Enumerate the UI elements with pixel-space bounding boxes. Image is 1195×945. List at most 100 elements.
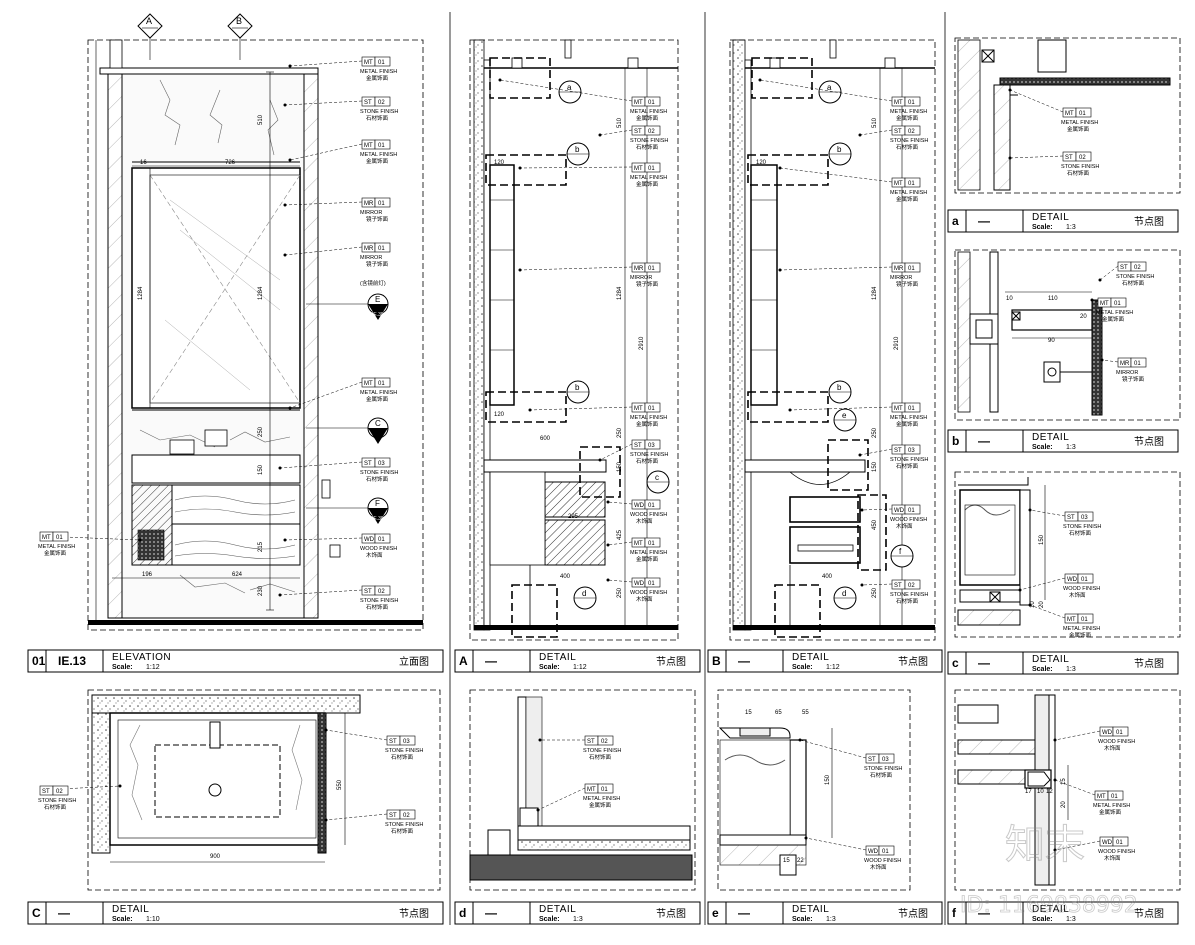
tag-code: ST bbox=[364, 100, 372, 106]
tag-code: WD bbox=[868, 849, 879, 855]
tag-chinese: 木饰面 bbox=[1104, 744, 1121, 752]
title-block-title: DETAIL bbox=[792, 652, 829, 663]
title-block-code: A bbox=[459, 654, 468, 668]
detail-C-dims: 900 550 bbox=[210, 779, 343, 860]
title-block-cn: 节点图 bbox=[1134, 436, 1164, 448]
svg-text:55: 55 bbox=[802, 710, 809, 716]
tag-number: 03 bbox=[882, 757, 889, 763]
tag-number: 01 bbox=[1081, 617, 1088, 623]
tag-number: 01 bbox=[601, 787, 608, 793]
title-block-title: ELEVATION bbox=[112, 652, 171, 663]
tag-code: ST bbox=[634, 129, 642, 135]
tag-number: 01 bbox=[378, 201, 385, 207]
tag-code: MT bbox=[42, 535, 51, 541]
svg-text:d: d bbox=[582, 589, 586, 598]
svg-text:250: 250 bbox=[872, 587, 878, 598]
title-block-scale-label: Scale: bbox=[112, 916, 133, 923]
tag-number: 03 bbox=[1081, 515, 1088, 521]
svg-text:900: 900 bbox=[210, 854, 221, 860]
tag-number: 02 bbox=[1079, 155, 1086, 161]
title-block-scale-label: Scale: bbox=[792, 664, 813, 671]
tag-code: MR bbox=[634, 266, 644, 272]
svg-text:12: 12 bbox=[1046, 789, 1053, 795]
tag-code: ST bbox=[364, 461, 372, 467]
svg-text:550: 550 bbox=[337, 779, 343, 790]
tag-chinese: 石材饰面 bbox=[896, 597, 919, 605]
tag-code: ST bbox=[364, 589, 372, 595]
callout-f: f bbox=[890, 544, 914, 568]
tag-number: 01 bbox=[1134, 361, 1141, 367]
svg-text:150: 150 bbox=[872, 461, 878, 472]
tag-english: STONE FINISH bbox=[583, 748, 621, 754]
svg-text:15: 15 bbox=[745, 710, 752, 716]
tag-number: 01 bbox=[378, 143, 385, 149]
svg-text:20: 20 bbox=[1061, 801, 1067, 808]
svg-text:F: F bbox=[375, 499, 380, 508]
tag-english: METAL FINISH bbox=[583, 796, 620, 802]
tag-code: ST bbox=[894, 583, 902, 589]
svg-text:10: 10 bbox=[1006, 296, 1013, 302]
title-block-scale: 1:12 bbox=[573, 664, 587, 671]
tag-chinese: 镜子饰面 bbox=[366, 260, 389, 268]
callout-d: d bbox=[833, 586, 857, 610]
tag-code: MT bbox=[364, 60, 373, 66]
tag-chinese: 木饰面 bbox=[896, 522, 913, 530]
title-block-scale: 1:3 bbox=[826, 916, 836, 923]
tag-chinese: 石材饰面 bbox=[1069, 529, 1092, 537]
tag-number: 01 bbox=[648, 581, 655, 587]
tag-number: 01 bbox=[56, 535, 63, 541]
tag-code: WD bbox=[1102, 730, 1113, 736]
tag-chinese: 石材饰面 bbox=[589, 753, 612, 761]
svg-text:a: a bbox=[827, 83, 832, 92]
tag-number: 01 bbox=[378, 537, 385, 543]
detail-B-drawing bbox=[732, 39, 935, 638]
tag-number: 02 bbox=[908, 129, 915, 135]
dim-726: 726 bbox=[225, 160, 236, 166]
svg-text:a: a bbox=[567, 83, 572, 92]
tag-code: WD bbox=[634, 581, 645, 587]
svg-text:90: 90 bbox=[1048, 338, 1055, 344]
elevation-dims: 510 1284 1284 726 16 250 150 215 230 196… bbox=[138, 114, 264, 596]
svg-text:510: 510 bbox=[617, 117, 623, 128]
title-block-sheet: — bbox=[978, 434, 990, 448]
tag-code: ST bbox=[894, 448, 902, 454]
dim-150: 150 bbox=[258, 464, 264, 475]
section-marker-c: C bbox=[306, 417, 389, 444]
title-block-scale-label: Scale: bbox=[1032, 916, 1053, 923]
title-block-cn: 节点图 bbox=[1134, 658, 1164, 670]
tag-code: MT bbox=[634, 406, 643, 412]
tag-english: METAL FINISH bbox=[1063, 626, 1100, 632]
callout-a: a bbox=[818, 80, 842, 104]
tag-number: 02 bbox=[648, 129, 655, 135]
title-block-title: DETAIL bbox=[539, 904, 576, 915]
tag-english: STONE FINISH bbox=[1116, 274, 1154, 280]
svg-text:f: f bbox=[899, 547, 902, 556]
title-block-title: DETAIL bbox=[1032, 654, 1069, 665]
tag-english: STONE FINISH bbox=[360, 109, 398, 115]
section-marker-f: F IE.39 bbox=[306, 497, 389, 524]
title-block-cn: 节点图 bbox=[898, 908, 928, 920]
title-block-scale-label: Scale: bbox=[539, 664, 560, 671]
callout-b: b bbox=[828, 142, 852, 166]
dim-196: 196 bbox=[142, 572, 153, 578]
svg-text:E: E bbox=[375, 295, 380, 304]
title-block-code: e bbox=[712, 906, 719, 920]
tag-code: ST bbox=[1067, 515, 1075, 521]
detail-c-drawing bbox=[957, 477, 1046, 626]
